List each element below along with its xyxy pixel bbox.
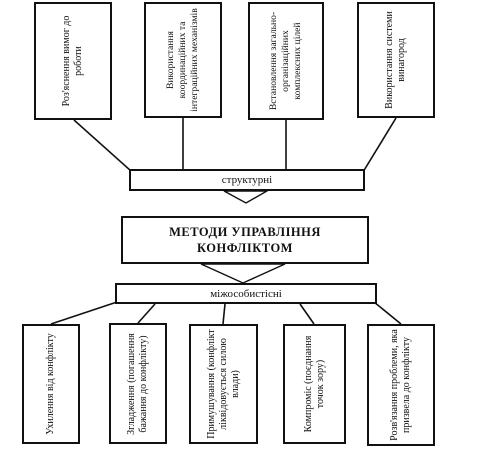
- method-box-avoidance: Ухилення від конфлікту: [22, 324, 80, 444]
- method-box-smoothing: Згладження (погашення бажання до конфлік…: [109, 323, 167, 444]
- method-label: Примушування (конфлікт ліквідовується си…: [205, 329, 241, 439]
- method-label: Використання системи винагород: [384, 11, 407, 109]
- central-title-box: МЕТОДИ УПРАВЛІННЯ КОНФЛІКТОМ: [121, 216, 369, 264]
- method-box-coordination-mechanisms: Використання координаційних та інтеграці…: [144, 2, 222, 118]
- method-box-organizational-goals: Встановлення загально-організаційних ком…: [248, 2, 324, 120]
- method-label: Ухилення від конфлікту: [45, 333, 56, 435]
- central-title-line-2: КОНФЛІКТОМ: [197, 241, 293, 255]
- method-label: Роз'яснення вимог до роботи: [61, 15, 84, 107]
- method-box-forcing: Примушування (конфлікт ліквідовується си…: [189, 324, 258, 444]
- central-title-line-1: МЕТОДИ УПРАВЛІННЯ: [169, 225, 321, 239]
- method-label: Компроміс (поєднання точок зору): [302, 335, 326, 433]
- method-box-reward-system: Використання системи винагород: [357, 2, 435, 118]
- method-label: Розв'язання проблеми, яка призвела до ко…: [389, 329, 412, 441]
- structural-label: структурні: [221, 174, 273, 186]
- interpersonal-label: міжособистісні: [210, 287, 282, 300]
- structural-methods-bar: структурні: [129, 169, 365, 191]
- method-box-clarify-requirements: Роз'яснення вимог до роботи: [34, 2, 112, 120]
- method-box-compromise: Компроміс (поєднання точок зору): [283, 324, 346, 444]
- method-box-problem-solving: Розв'язання проблеми, яка призвела до ко…: [367, 324, 435, 446]
- method-label: Згладження (погашення бажання до конфлік…: [126, 332, 149, 435]
- method-label: Використання координаційних та інтеграці…: [165, 8, 200, 112]
- method-label: Встановлення загально-організаційних ком…: [268, 11, 303, 111]
- interpersonal-methods-bar: міжособистісні: [115, 283, 377, 304]
